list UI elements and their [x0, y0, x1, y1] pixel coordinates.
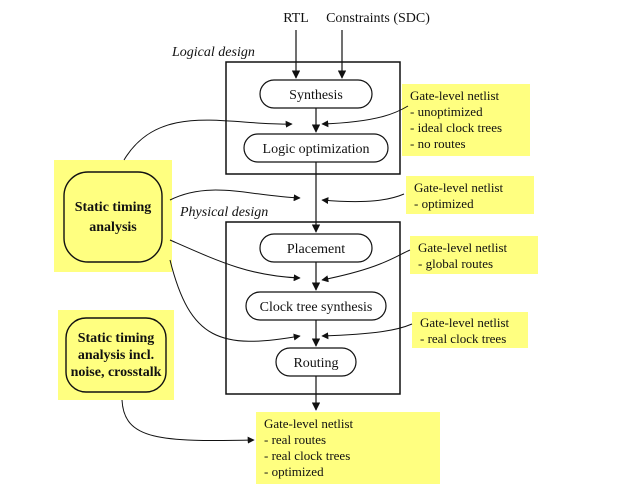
physical-design-label: Physical design: [179, 205, 268, 220]
sta-label-line-2: analysis: [89, 220, 137, 235]
physical-design-frame: [225, 221, 401, 395]
sta-frame: [63, 171, 163, 263]
sta-noise-frame: [65, 317, 167, 393]
note-5-title: Gate-level netlist: [264, 416, 354, 431]
sta-label-line-1: Static timing: [75, 200, 152, 215]
sta-noise-label-line-3: noise, crosstalk: [71, 365, 162, 380]
note-5-item-3: - optimized: [264, 464, 324, 479]
sta-to-logic-opt-arrow: [123, 119, 293, 161]
note-1-item-1: - unoptimized: [410, 104, 483, 119]
input-constraints: Constraints (SDC): [326, 11, 430, 26]
routing-label: Routing: [293, 356, 338, 371]
note-box-1: [402, 84, 530, 156]
note-netlist-global-routes: Gate-level netlist - global routes: [410, 236, 538, 274]
note-2-item-1: - optimized: [414, 196, 474, 211]
note-3-pointer: [321, 249, 411, 283]
logical-design-label: Logical design: [171, 45, 255, 60]
sta-noise-label-line-1: Static timing: [78, 331, 155, 346]
note-3-item-1: - global routes: [418, 256, 493, 271]
logical-design-frame: [225, 61, 401, 175]
sta-to-physical-arrow: [169, 189, 301, 202]
input-rtl: RTL: [283, 11, 309, 26]
note-1-item-3: - no routes: [410, 136, 466, 151]
logic-optimization-label: Logic optimization: [263, 142, 370, 157]
sta-to-cts-arrow: [169, 259, 301, 342]
note-box-5: [256, 412, 440, 484]
note-netlist-optimized: Gate-level netlist - optimized: [406, 176, 534, 214]
sta-noise-group: Static timing analysis incl. noise, cros…: [58, 310, 174, 400]
note-3-title: Gate-level netlist: [418, 240, 508, 255]
sta-noise-to-output-arrow: [121, 399, 255, 444]
note-4-pointer: [321, 323, 413, 340]
sta-noise-backdrop: [58, 310, 174, 400]
note-netlist-final: Gate-level netlist - real routes - real …: [256, 412, 440, 484]
note-4-title: Gate-level netlist: [420, 315, 510, 330]
note-1-title: Gate-level netlist: [410, 88, 500, 103]
note-4-item-1: - real clock trees: [420, 331, 506, 346]
clock-tree-synthesis-label: Clock tree synthesis: [260, 300, 373, 315]
note-box-4: [412, 312, 528, 348]
note-5-item-1: - real routes: [264, 432, 326, 447]
note-netlist-unoptimized: Gate-level netlist - unoptimized - ideal…: [402, 84, 530, 156]
sta-to-placement-arrow: [169, 239, 301, 282]
sta-group: Static timing analysis: [54, 160, 172, 272]
note-2-title: Gate-level netlist: [414, 180, 504, 195]
note-2-pointer: [321, 193, 405, 205]
synthesis-label: Synthesis: [289, 88, 343, 103]
sta-noise-label-line-2: analysis incl.: [78, 348, 154, 363]
note-1-item-2: - ideal clock trees: [410, 120, 502, 135]
note-box-2: [406, 176, 534, 214]
placement-label: Placement: [287, 242, 345, 257]
note-5-item-2: - real clock trees: [264, 448, 350, 463]
note-1-pointer: [321, 105, 409, 128]
sta-backdrop: [54, 160, 172, 272]
note-netlist-real-clock-trees: Gate-level netlist - real clock trees: [412, 312, 528, 348]
note-box-3: [410, 236, 538, 274]
